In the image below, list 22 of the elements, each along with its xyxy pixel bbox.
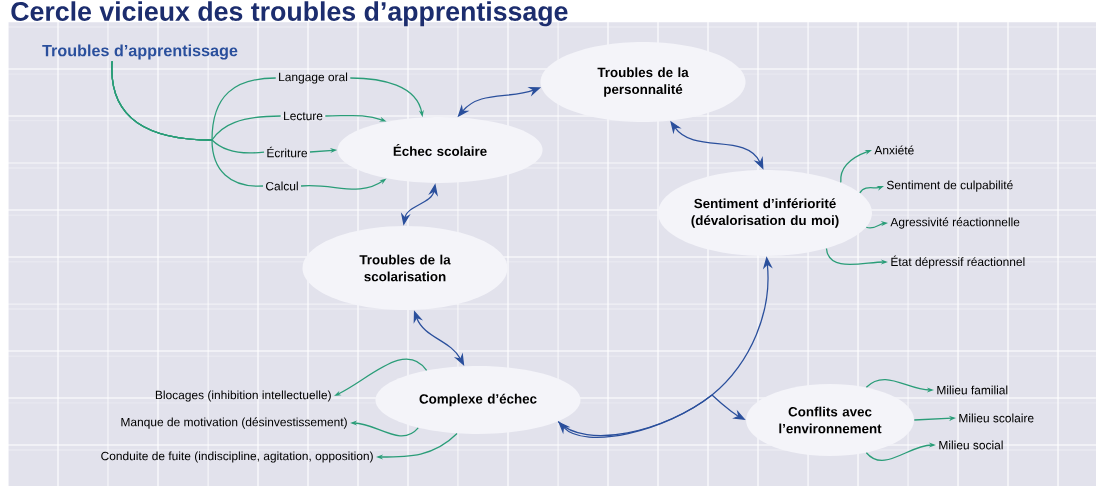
title: Cercle vicieux des troubles d’apprentissage [11, 1, 568, 27]
branch-label: Milieu social [939, 440, 1003, 450]
branch-label: Langage oral [279, 72, 348, 84]
branch-label: Milieu scolaire [959, 413, 1034, 423]
branch-label: Calcul [266, 181, 298, 191]
ellipse-node: Troubles de la scolarisation [302, 226, 508, 310]
branch-label: Conduite de fuite (indiscipline, agitation, opposition) [101, 451, 373, 463]
ellipse-node: Complexe d’échec [375, 366, 581, 434]
branch-label: Lecture [284, 111, 323, 121]
ellipse-node: Échec scolaire [337, 117, 543, 183]
branch-label: Anxiété [874, 145, 914, 155]
branch-label: Sentiment de culpabilité [886, 180, 1013, 192]
branch-label: Agressivité réactionnelle [890, 217, 1020, 229]
branch-label: Manque de motivation (désinvestissement) [121, 417, 347, 429]
branch-label: Écriture [267, 146, 308, 158]
branch-label: Blocages (inhibition intellectuelle) [155, 390, 331, 402]
ellipse-node: Sentiment d’infériorité (dévalorisation du moi) [658, 170, 872, 256]
branch-label: État dépressif réactionnel [891, 255, 1025, 269]
ellipse-node: Troubles de la personnalité [540, 42, 746, 122]
ellipse-node: Conflits avec l’environnement [746, 384, 914, 456]
branch-label: Milieu familial [937, 385, 1008, 395]
heading-text: Troubles d’apprentissage [42, 44, 238, 60]
